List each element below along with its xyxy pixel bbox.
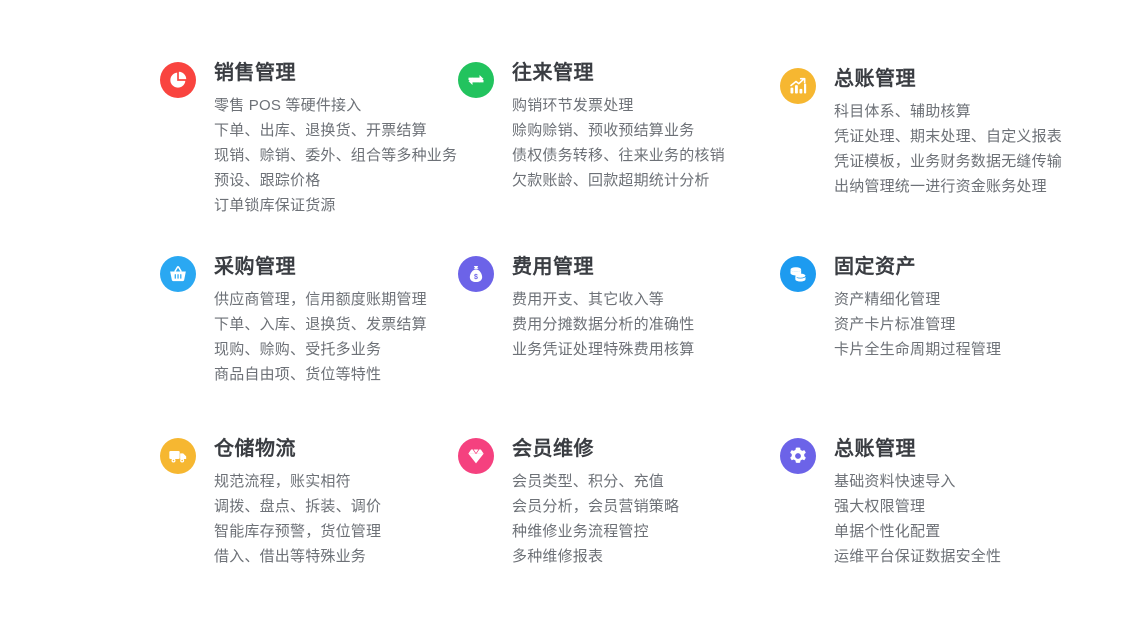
- gear-icon: [780, 438, 816, 474]
- shopping-basket-icon: [160, 256, 196, 292]
- feature-title: 采购管理: [214, 256, 296, 278]
- feature-line: 运维平台保证数据安全性: [834, 548, 1002, 565]
- feature-line: 商品自由项、货位等特性: [214, 366, 382, 383]
- stacked-coins-icon: [780, 256, 816, 292]
- feature-card-purchase-management[interactable]: 采购管理 供应商管理，信用额度账期管理 下单、入库、退换货、发票结算 现购、赊购…: [160, 254, 427, 387]
- feature-card-general-ledger-management-2[interactable]: 总账管理 基础资料快速导入 强大权限管理 单据个性化配置 运维平台保证数据安全性: [780, 436, 1001, 569]
- feature-line: 资产精细化管理: [834, 291, 941, 308]
- feature-title: 会员维修: [512, 438, 594, 460]
- feature-line: 种维修业务流程管控: [512, 523, 649, 540]
- feature-line: 凭证模板，业务财务数据无缝传输: [834, 153, 1063, 170]
- feature-line: 欠款账龄、回款超期统计分析: [512, 172, 710, 189]
- feature-line: 业务凭证处理特殊费用核算: [512, 341, 695, 358]
- feature-line: 下单、入库、退换货、发票结算: [214, 316, 427, 333]
- feature-line-list: 会员类型、积分、充值 会员分析，会员营销策略 种维修业务流程管控 多种维修报表: [512, 469, 679, 569]
- feature-line: 单据个性化配置: [834, 523, 941, 540]
- feature-line-list: 科目体系、辅助核算 凭证处理、期末处理、自定义报表 凭证模板，业务财务数据无缝传…: [834, 99, 1062, 199]
- feature-line: 费用开支、其它收入等: [512, 291, 665, 308]
- feature-title: 往来管理: [512, 62, 594, 84]
- feature-text-block: 仓储物流 规范流程，账实相符 调拨、盘点、拆装、调价 智能库存预警，货位管理 借…: [214, 436, 381, 569]
- feature-text-block: 固定资产 资产精细化管理 资产卡片标准管理 卡片全生命周期过程管理: [834, 254, 1001, 362]
- feature-line: 费用分摊数据分析的准确性: [512, 316, 695, 333]
- feature-line-list: 资产精细化管理 资产卡片标准管理 卡片全生命周期过程管理: [834, 287, 1001, 362]
- pie-chart-icon: [160, 62, 196, 98]
- feature-title: 总账管理: [834, 68, 916, 90]
- feature-card-sales-management[interactable]: 销售管理 零售 POS 等硬件接入 下单、出库、退换货、开票结算 现销、赊销、委…: [160, 60, 457, 218]
- feature-line: 多种维修报表: [512, 548, 604, 565]
- feature-text-block: 往来管理 购销环节发票处理 赊购赊销、预收预结算业务 债权债务转移、往来业务的核…: [512, 60, 725, 193]
- feature-line: 预设、跟踪价格: [214, 172, 321, 189]
- feature-line-list: 购销环节发票处理 赊购赊销、预收预结算业务 债权债务转移、往来业务的核销 欠款账…: [512, 93, 725, 193]
- feature-line-list: 费用开支、其它收入等 费用分摊数据分析的准确性 业务凭证处理特殊费用核算: [512, 287, 694, 362]
- feature-line: 零售 POS 等硬件接入: [214, 97, 362, 114]
- diamond-gem-icon: [458, 438, 494, 474]
- feature-line: 出纳管理统一进行资金账务处理: [834, 178, 1047, 195]
- feature-line: 现购、赊购、受托多业务: [214, 341, 382, 358]
- feature-line: 卡片全生命周期过程管理: [834, 341, 1002, 358]
- feature-line-list: 供应商管理，信用额度账期管理 下单、入库、退换货、发票结算 现购、赊购、受托多业…: [214, 287, 427, 387]
- feature-line: 强大权限管理: [834, 498, 926, 515]
- feature-line: 会员类型、积分、充值: [512, 473, 665, 490]
- feature-title: 仓储物流: [214, 438, 296, 460]
- feature-title: 费用管理: [512, 256, 594, 278]
- feature-card-general-ledger-management[interactable]: 总账管理 科目体系、辅助核算 凭证处理、期末处理、自定义报表 凭证模板，业务财务…: [780, 66, 1062, 199]
- feature-line: 基础资料快速导入: [834, 473, 956, 490]
- feature-line: 科目体系、辅助核算: [834, 103, 971, 120]
- feature-title: 固定资产: [834, 256, 916, 278]
- feature-line: 下单、出库、退换货、开票结算: [214, 122, 427, 139]
- feature-text-block: 总账管理 科目体系、辅助核算 凭证处理、期末处理、自定义报表 凭证模板，业务财务…: [834, 66, 1062, 199]
- exchange-arrows-icon: [458, 62, 494, 98]
- feature-line: 规范流程，账实相符: [214, 473, 351, 490]
- delivery-truck-icon: [160, 438, 196, 474]
- feature-line-list: 基础资料快速导入 强大权限管理 单据个性化配置 运维平台保证数据安全性: [834, 469, 1001, 569]
- feature-text-block: 会员维修 会员类型、积分、充值 会员分析，会员营销策略 种维修业务流程管控 多种…: [512, 436, 679, 569]
- feature-line: 凭证处理、期末处理、自定义报表: [834, 128, 1063, 145]
- feature-card-fixed-assets[interactable]: 固定资产 资产精细化管理 资产卡片标准管理 卡片全生命周期过程管理: [780, 254, 1001, 362]
- feature-line: 资产卡片标准管理: [834, 316, 956, 333]
- feature-line: 智能库存预警，货位管理: [214, 523, 382, 540]
- bar-chart-growth-icon: [780, 68, 816, 104]
- feature-line: 赊购赊销、预收预结算业务: [512, 122, 695, 139]
- feature-text-block: 销售管理 零售 POS 等硬件接入 下单、出库、退换货、开票结算 现销、赊销、委…: [214, 60, 457, 218]
- feature-text-block: 费用管理 费用开支、其它收入等 费用分摊数据分析的准确性 业务凭证处理特殊费用核…: [512, 254, 694, 362]
- feature-line: 调拨、盘点、拆装、调价: [214, 498, 382, 515]
- feature-text-block: 采购管理 供应商管理，信用额度账期管理 下单、入库、退换货、发票结算 现购、赊购…: [214, 254, 427, 387]
- feature-card-expense-management[interactable]: $ 费用管理 费用开支、其它收入等 费用分摊数据分析的准确性 业务凭证处理特殊费…: [458, 254, 694, 362]
- feature-line: 现销、赊销、委外、组合等多种业务: [214, 147, 458, 164]
- svg-text:$: $: [474, 274, 478, 281]
- feature-line: 供应商管理，信用额度账期管理: [214, 291, 427, 308]
- feature-line-list: 规范流程，账实相符 调拨、盘点、拆装、调价 智能库存预警，货位管理 借入、借出等…: [214, 469, 381, 569]
- feature-card-warehouse-logistics[interactable]: 仓储物流 规范流程，账实相符 调拨、盘点、拆装、调价 智能库存预警，货位管理 借…: [160, 436, 381, 569]
- feature-title: 销售管理: [214, 62, 296, 84]
- feature-title: 总账管理: [834, 438, 916, 460]
- feature-line: 借入、借出等特殊业务: [214, 548, 367, 565]
- feature-line-list: 零售 POS 等硬件接入 下单、出库、退换货、开票结算 现销、赊销、委外、组合等…: [214, 93, 457, 218]
- feature-text-block: 总账管理 基础资料快速导入 强大权限管理 单据个性化配置 运维平台保证数据安全性: [834, 436, 1001, 569]
- money-bag-icon: $: [458, 256, 494, 292]
- feature-card-transaction-management[interactable]: 往来管理 购销环节发票处理 赊购赊销、预收预结算业务 债权债务转移、往来业务的核…: [458, 60, 725, 193]
- feature-line: 购销环节发票处理: [512, 97, 634, 114]
- feature-card-member-repair[interactable]: 会员维修 会员类型、积分、充值 会员分析，会员营销策略 种维修业务流程管控 多种…: [458, 436, 679, 569]
- feature-line: 订单锁库保证货源: [214, 197, 336, 214]
- feature-line: 会员分析，会员营销策略: [512, 498, 680, 515]
- feature-line: 债权债务转移、往来业务的核销: [512, 147, 725, 164]
